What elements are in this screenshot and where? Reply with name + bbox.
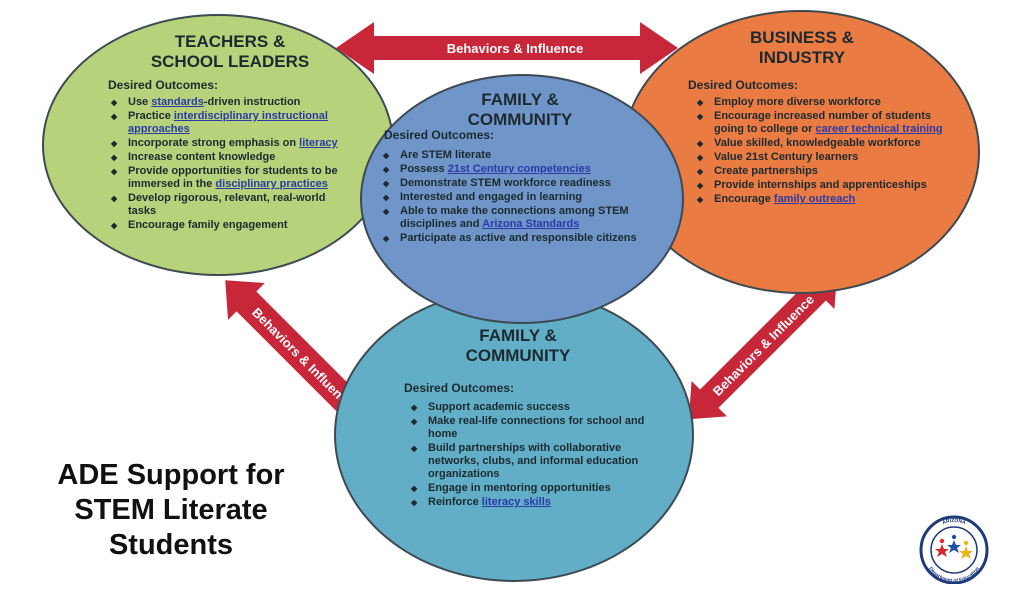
outcome-text: Encourage (714, 193, 774, 205)
teachers-outcomes-heading: Desired Outcomes: (108, 78, 219, 92)
outcome-link[interactable]: Arizona Standards (482, 218, 580, 230)
teachers-title-line1: TEACHERS & (174, 32, 286, 51)
teachers-title-line2: SCHOOL LEADERS (150, 52, 310, 71)
outcome-item: Provide opportunities for students to be… (108, 165, 350, 191)
outcome-item: Build partnerships with collaborative ne… (408, 442, 658, 481)
outcome-text: Engage in mentoring opportunities (428, 482, 611, 494)
outcome-text: Support academic success (428, 401, 570, 413)
student-outcomes-heading: Desired Outcomes: (384, 128, 495, 142)
outcome-text: Value skilled, knowledgeable workforce (714, 137, 921, 149)
outcome-item: Provide internships and apprenticeships (694, 179, 956, 192)
ade-line2: STEM Literate (74, 494, 268, 526)
family-outcomes-list: Support academic successMake real-life c… (408, 401, 658, 510)
outcome-item: Are STEM literate (380, 149, 670, 162)
student-title: FAMILY & COMMUNITY (432, 90, 608, 130)
seal-top-text: ARIZONA (942, 518, 967, 526)
business-title-line1: BUSINESS & (750, 28, 854, 47)
arrow-top-shape (336, 22, 678, 74)
family-title: FAMILY & COMMUNITY (430, 326, 606, 366)
student-outcomes-list: Are STEM literatePossess 21st Century co… (380, 149, 670, 246)
family-title-line1: FAMILY & (479, 326, 557, 345)
arrow-right-shape (688, 270, 838, 420)
outcome-text: Build partnerships with collaborative ne… (428, 442, 639, 480)
outcome-item: Employ more diverse workforce (694, 96, 956, 109)
outcome-text: Able to make the connections among STEM … (400, 205, 629, 230)
star-figures-icon (935, 534, 973, 559)
outcome-link[interactable]: family outreach (773, 193, 856, 205)
outcome-item: Demonstrate STEM workforce readiness (380, 177, 670, 190)
outcome-item: Increase content knowledge (108, 151, 350, 164)
outcome-text: Demonstrate STEM workforce readiness (400, 177, 611, 189)
family-outcomes-heading: Desired Outcomes: (404, 381, 515, 395)
outcome-link[interactable]: literacy skills (481, 496, 551, 508)
outcome-item: Interested and engaged in learning (380, 191, 670, 204)
outcome-item: Encourage increased number of students g… (694, 110, 956, 136)
outcome-text: -driven instruction (203, 96, 301, 108)
arrow-top-label: Behaviors & Influence (447, 41, 584, 56)
outcome-text: Possess (400, 163, 448, 175)
outcome-text: Encourage increased number of students g… (714, 110, 931, 135)
outcome-text: Incorporate strong emphasis on (128, 137, 300, 149)
outcome-item: Possess 21st Century competencies (380, 163, 670, 176)
ade-line1: ADE Support for (57, 459, 285, 491)
business-title-line2: INDUSTRY (758, 48, 846, 67)
outcome-text: Provide opportunities for students to be… (128, 165, 338, 190)
outcome-text: Reinforce (428, 496, 482, 508)
outcome-item: Value skilled, knowledgeable workforce (694, 137, 956, 150)
teachers-outcomes-list: Use standards-driven instructionPractice… (108, 96, 350, 233)
outcome-text: Employ more diverse workforce (714, 96, 881, 108)
outcome-text: Interested and engaged in learning (400, 191, 583, 203)
business-outcomes-list: Employ more diverse workforceEncourage i… (694, 96, 956, 207)
outcome-item: Reinforce literacy skills (408, 496, 658, 509)
outcome-item: Create partnerships (694, 165, 956, 178)
outcome-item: Develop rigorous, relevant, real-world t… (108, 192, 350, 218)
outcome-text: Provide internships and apprenticeships (714, 179, 927, 191)
outcome-text: Create partnerships (714, 165, 818, 177)
svg-text:ARIZONA: ARIZONA (942, 518, 967, 526)
outcome-text: Participate as active and responsible ci… (400, 232, 637, 244)
outcome-item: Value 21st Century learners (694, 151, 956, 164)
teachers-title: TEACHERS & SCHOOL LEADERS (150, 32, 310, 72)
business-title: BUSINESS & INDUSTRY (722, 28, 882, 68)
family-title-line2: COMMUNITY (465, 346, 571, 365)
business-outcomes-heading: Desired Outcomes: (688, 78, 799, 92)
outcome-text: Use (128, 96, 152, 108)
outcome-text: Increase content knowledge (128, 151, 276, 163)
outcome-link[interactable]: 21st Century competencies (447, 163, 591, 175)
outcome-link[interactable]: career technical training (815, 123, 943, 135)
outcome-item: Encourage family outreach (694, 193, 956, 206)
ade-line3: Students (108, 529, 234, 561)
outcome-item: Support academic success (408, 401, 658, 414)
student-title-line1: FAMILY & (481, 90, 559, 109)
outcome-item: Make real-life connections for school an… (408, 415, 658, 441)
outcome-item: Use standards-driven instruction (108, 96, 350, 109)
outcome-item: Practice interdisciplinary instructional… (108, 110, 350, 136)
outcome-link[interactable]: interdisciplinary instructional approach… (128, 110, 328, 135)
outcome-link[interactable]: literacy (299, 137, 338, 149)
student-title-line2: COMMUNITY (467, 110, 573, 129)
outcome-link[interactable]: standards (151, 96, 204, 108)
outcome-text: Encourage family engagement (128, 219, 288, 231)
outcome-text: Make real-life connections for school an… (428, 415, 645, 440)
outcome-item: Incorporate strong emphasis on literacy (108, 137, 350, 150)
ade-support-heading: ADE Support for STEM Literate Students (18, 458, 324, 563)
ade-seal-logo: ARIZONA Department of Education (919, 515, 989, 584)
outcome-item: Participate as active and responsible ci… (380, 232, 670, 245)
outcome-text: Practice (128, 110, 174, 122)
outcome-text: Develop rigorous, relevant, real-world t… (128, 192, 326, 217)
outcome-item: Able to make the connections among STEM … (380, 205, 670, 231)
outcome-item: Engage in mentoring opportunities (408, 482, 658, 495)
arrow-right-label: Behaviors & Influence (710, 292, 817, 399)
outcome-text: Value 21st Century learners (714, 151, 859, 163)
outcome-item: Encourage family engagement (108, 219, 350, 232)
outcome-link[interactable]: disciplinary practices (215, 178, 328, 190)
arrow-top: Behaviors & Influence (336, 22, 678, 74)
outcome-text: Are STEM literate (400, 149, 492, 161)
